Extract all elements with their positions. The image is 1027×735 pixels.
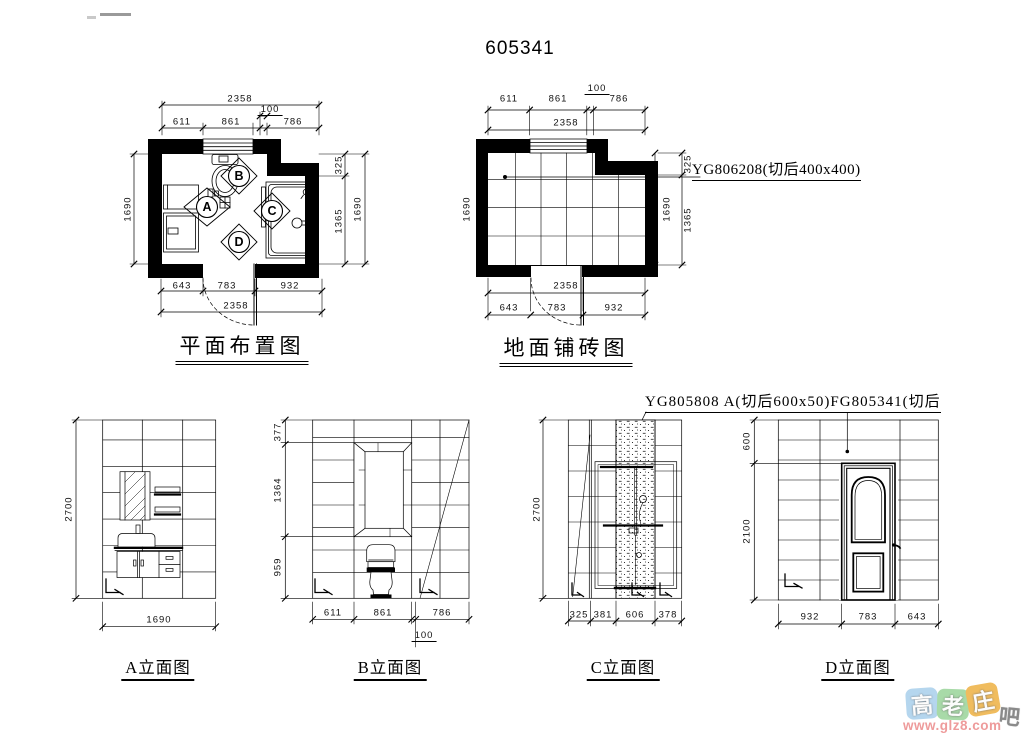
elevation-marker-c: C [267, 204, 277, 218]
plan1-title: 平面布置图 [175, 330, 309, 365]
dim-label: 100 [257, 104, 283, 116]
dim-label: 2700 [63, 496, 75, 522]
elevation-a-drawing [71, 416, 220, 632]
dim-label: 1364 [272, 477, 284, 503]
dim-label: 786 [283, 116, 303, 128]
watermark-char-tile: 庄 [964, 681, 1002, 718]
dim-label: 1365 [682, 207, 694, 233]
dim-label: 786 [609, 93, 629, 105]
dim-label: 643 [172, 280, 192, 292]
dim-label: 783 [858, 611, 878, 623]
corner-smudge-mark [87, 16, 96, 19]
dim-label: 1690 [661, 196, 673, 222]
dim-label: 2358 [553, 280, 579, 292]
elevation-marker-b: B [234, 169, 244, 183]
tile-annotation-wall: YG805808 A(切后600x50)FG805341(切后 [645, 390, 941, 413]
dim-label: 932 [800, 611, 820, 623]
watermark-char-tile: 高 [904, 686, 940, 721]
dim-label: 377 [272, 422, 284, 442]
elevation-c-title: C立面图 [586, 654, 660, 681]
dim-label: 1690 [352, 196, 364, 222]
dim-label: 325 [333, 155, 345, 175]
dim-label: 1365 [333, 208, 345, 234]
elevation-c-drawing [538, 411, 686, 627]
dim-label: 861 [373, 607, 393, 619]
dim-label: 611 [323, 607, 343, 619]
dim-label: 611 [172, 116, 192, 128]
dim-label: 2358 [223, 300, 249, 312]
dim-label: 325 [569, 609, 589, 621]
dim-label: 786 [432, 607, 452, 619]
watermark-url: www.glz8.com [903, 718, 1002, 733]
dim-label: 783 [547, 302, 567, 314]
dim-label: 783 [217, 280, 237, 292]
dim-label: 861 [548, 93, 568, 105]
dim-label: 2358 [553, 117, 579, 129]
dim-label: 1690 [122, 196, 134, 222]
dim-label: 643 [499, 302, 519, 314]
elevation-marker-d: D [234, 235, 244, 249]
dim-label: 606 [625, 609, 645, 621]
elevation-d-drawing [749, 412, 942, 630]
dim-label: 861 [221, 116, 241, 128]
dim-label: 932 [280, 280, 300, 292]
watermark-char-tile: 老 [936, 688, 970, 721]
dim-label: 2358 [227, 93, 253, 105]
elevation-b-title: B立面图 [353, 654, 427, 681]
dim-label: 611 [499, 93, 519, 105]
dim-label: 2700 [531, 496, 543, 522]
dim-label: 1690 [146, 614, 172, 626]
dim-label: 381 [593, 609, 613, 621]
dim-label: 100 [584, 83, 610, 95]
dim-label: 100 [411, 630, 437, 642]
dim-label: 932 [604, 302, 624, 314]
tile-plan-drawing [476, 105, 701, 326]
elevation-b-drawing [280, 416, 473, 648]
tile-annotation-floor: YG806208(切后400x400) [692, 158, 861, 181]
dim-label: 2100 [741, 518, 753, 544]
dim-label: 378 [658, 609, 678, 621]
elevation-a-title: A立面图 [121, 654, 195, 681]
dim-label: 959 [272, 557, 284, 577]
dim-label: 643 [907, 611, 927, 623]
corner-dash-mark [100, 13, 131, 16]
plan2-title: 地面铺砖图 [499, 332, 633, 367]
elevation-marker-a: A [202, 200, 212, 214]
dim-label: 1690 [461, 196, 473, 222]
sheet-title: 605341 [485, 38, 555, 59]
elevation-d-title: D立面图 [821, 654, 895, 681]
floor-plan-drawing [129, 100, 370, 326]
dim-label: 600 [741, 431, 753, 451]
